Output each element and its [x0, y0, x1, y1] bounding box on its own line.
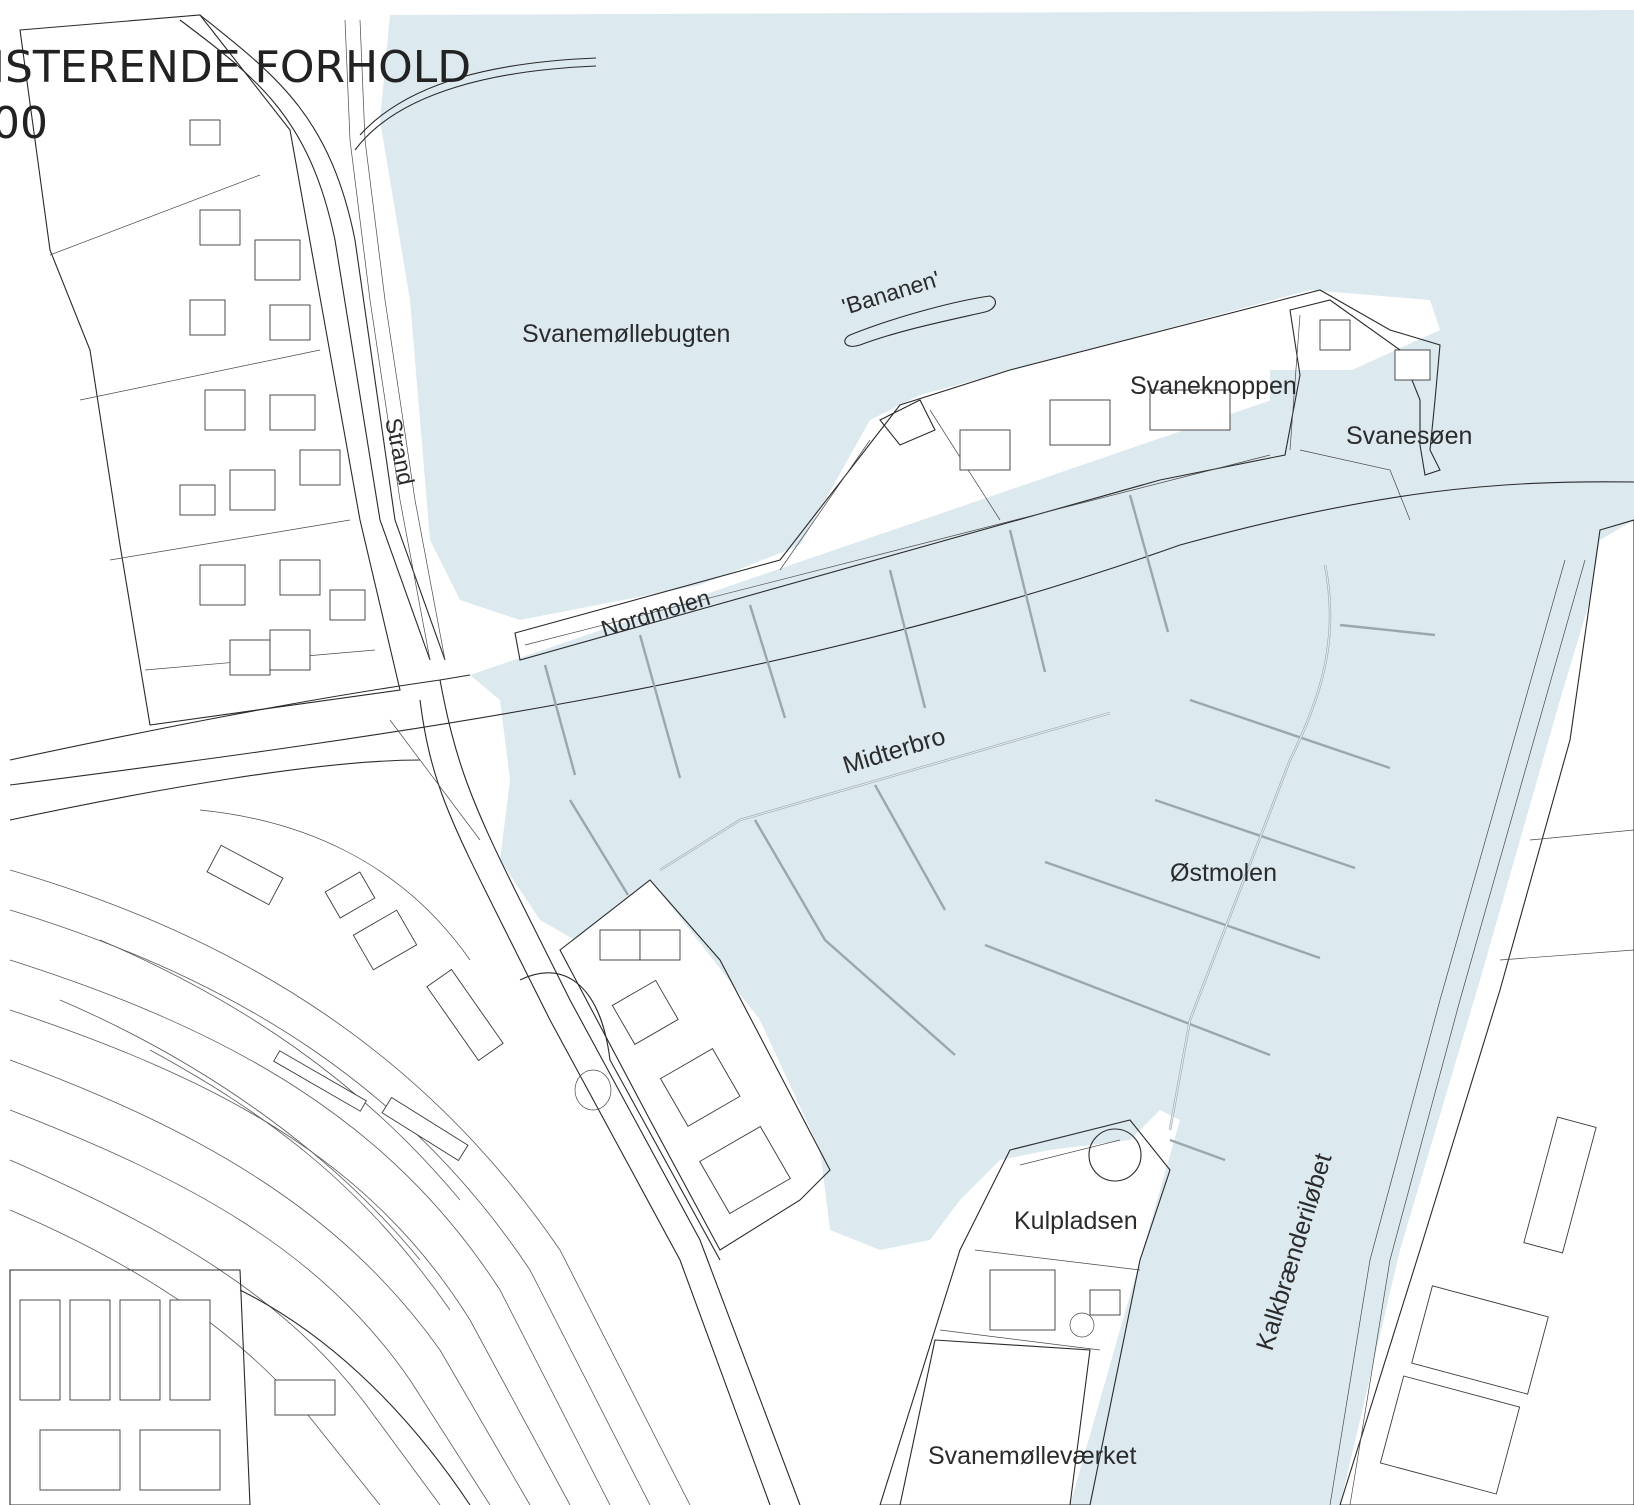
marina-west-buildings	[324, 871, 831, 1251]
residential-blocks-west	[19, 14, 401, 726]
label-svaneknoppen: Svaneknoppen	[1130, 372, 1297, 400]
label-ostmolen: Østmolen	[1170, 859, 1277, 887]
kulpladsen-block	[879, 1119, 1171, 1505]
bananen-island	[844, 295, 996, 347]
label-svanesoen: Svanesøen	[1346, 422, 1472, 450]
strand-road	[179, 14, 597, 661]
label-svanemollevaerket: Svanemølleværket	[928, 1442, 1136, 1470]
map-title-line2: 00	[0, 98, 48, 149]
railway-tracks	[9, 844, 691, 1505]
label-strand: Strand	[380, 416, 420, 488]
map-title-line1: ISTERENDE FORHOLD	[0, 42, 471, 93]
label-svanemollebugten: Svanemøllebugten	[522, 320, 730, 348]
crossing-line	[9, 481, 1634, 786]
nordmolen-pier	[514, 289, 1441, 661]
road-junction	[9, 674, 801, 1505]
water-areas	[380, 10, 1634, 1505]
residential-blocks-southwest	[9, 1269, 471, 1505]
marina-piers	[543, 494, 1436, 1162]
east-quay	[1329, 519, 1634, 1505]
svanesoen-water	[1270, 370, 1430, 520]
label-kulpladsen: Kulpladsen	[1014, 1207, 1138, 1235]
